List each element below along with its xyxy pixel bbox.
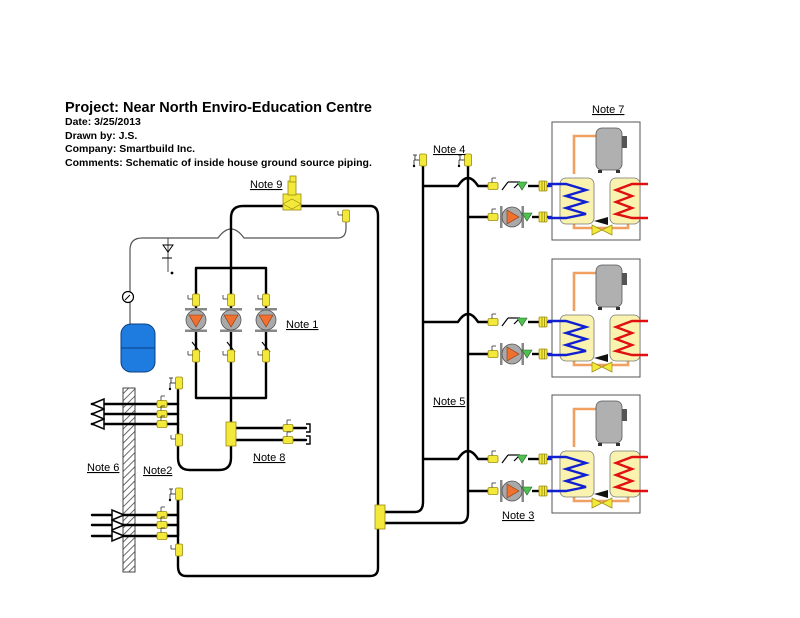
tee-fitting-main — [374, 504, 386, 530]
branch-circulator-pump — [499, 342, 525, 366]
pump-header-piping — [194, 266, 268, 400]
drawn-by-line: Drawn by: J.S. — [65, 129, 138, 142]
title-block: Project: Near North Enviro-Education Cen… — [65, 100, 372, 170]
heat-pump-3 — [546, 393, 650, 515]
note-3-label: Note 3 — [502, 510, 534, 522]
date-line: Date: 3/25/2013 — [65, 116, 141, 128]
tee-fitting-note8 — [225, 421, 237, 447]
header-pumps — [184, 293, 278, 363]
foundation-wall — [122, 387, 136, 573]
isolation-valve — [487, 450, 499, 463]
heat-pump-connections — [487, 177, 556, 503]
flow-check-valve — [501, 454, 509, 464]
union-fitting — [538, 316, 548, 328]
return-riser — [382, 164, 470, 525]
flow-check-valve — [501, 181, 509, 191]
isolation-valve — [487, 345, 499, 358]
green-check-icon — [516, 454, 528, 464]
supply-riser — [382, 164, 425, 514]
branch-circulator-pump — [499, 205, 525, 229]
heat-pump-1 — [546, 120, 650, 242]
project-title: Project: Near North Enviro-Education Cen… — [65, 100, 372, 116]
union-fitting — [538, 485, 548, 497]
backflow-preventer — [162, 238, 174, 275]
flow-check-valve — [501, 317, 509, 327]
note-9-label: Note 9 — [250, 179, 282, 191]
note-4-label: Note 4 — [433, 144, 465, 156]
heat-pump-2 — [546, 257, 650, 379]
expansion-tank — [120, 323, 156, 373]
union-fitting — [538, 348, 548, 360]
note8-branches — [229, 396, 308, 442]
union-fitting — [538, 453, 548, 465]
main-loop-pipe — [176, 204, 380, 578]
pressure-gauge-icon — [121, 290, 135, 304]
outgoing-loop-lines — [90, 376, 183, 447]
green-check-icon — [516, 317, 528, 327]
comments-line: Comments: Schematic of inside house grou… — [65, 156, 372, 169]
incoming-loop-lines — [90, 487, 183, 557]
union-fitting — [538, 211, 548, 223]
note-2-label: Note2 — [143, 465, 172, 477]
note-5-label: Note 5 — [433, 396, 465, 408]
union-fitting — [538, 180, 548, 192]
green-check-icon — [516, 181, 528, 191]
note-7-label: Note 7 — [592, 104, 624, 116]
isolation-valve — [487, 208, 499, 221]
supply-header-return — [176, 388, 233, 472]
note-1-label: Note 1 — [286, 319, 318, 331]
isolation-valve — [487, 177, 499, 190]
company-line: Company: Smartbuild Inc. — [65, 143, 196, 155]
note-8-label: Note 8 — [253, 452, 285, 464]
isolation-valve — [487, 482, 499, 495]
isolation-valve — [487, 313, 499, 326]
branch-circulator-pump — [499, 479, 525, 503]
note-6-label: Note 6 — [87, 462, 119, 474]
air-separator-note9 — [282, 175, 302, 211]
branch-piping — [421, 176, 492, 493]
